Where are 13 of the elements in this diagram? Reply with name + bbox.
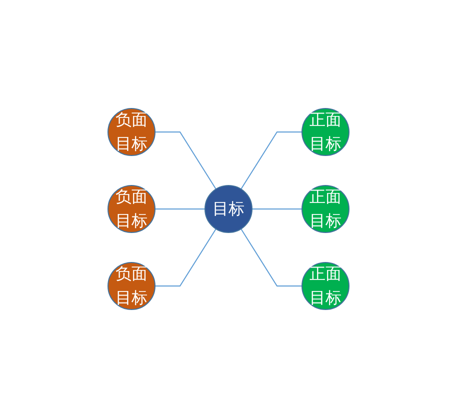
node-circle: 目标: [204, 184, 252, 232]
node-circle: 正面 目标: [301, 108, 349, 156]
connector: [240, 228, 302, 286]
node-circle: 负面 目标: [107, 184, 155, 232]
node-circle: 负面 目标: [107, 262, 155, 310]
connector: [154, 131, 216, 190]
connector: [154, 228, 216, 286]
node-circle: 正面 目标: [301, 184, 349, 232]
node-circle: 负面 目标: [107, 108, 155, 156]
connector: [240, 131, 302, 190]
connector: [251, 208, 302, 209]
node-circle: 正面 目标: [301, 262, 349, 310]
connector: [154, 208, 205, 209]
